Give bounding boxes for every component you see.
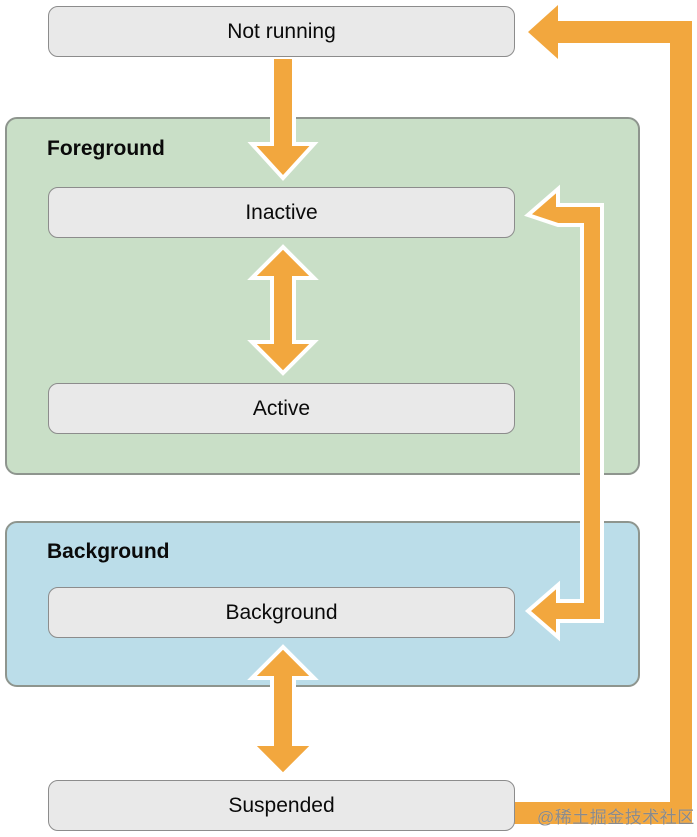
node-suspended: Suspended: [48, 780, 515, 831]
node-background: Background: [48, 587, 515, 638]
node-active: Active: [48, 383, 515, 434]
watermark-text: @稀土掘金技术社区: [537, 808, 695, 827]
node-inactive: Inactive: [48, 187, 515, 238]
background-panel-label: Background: [47, 540, 170, 563]
node-not-running: Not running: [48, 6, 515, 57]
foreground-panel-label: Foreground: [47, 137, 165, 160]
